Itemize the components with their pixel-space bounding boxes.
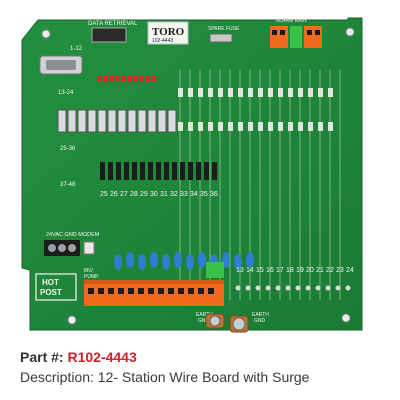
svg-text:17: 17 [276,267,284,274]
data-retrieval-label: DATA RETRIEVAL [88,21,138,27]
svg-text:16: 16 [266,267,274,274]
part-number-line: Part #: R102-4443 [20,349,137,365]
hot-post-label: HOT POST [40,278,62,297]
earth-ground-lug-left [205,313,225,329]
mv-pump-label: MV/ PUMP [84,268,99,280]
green-terminal [206,262,224,278]
mounting-hole [67,315,77,325]
svg-text:25: 25 [100,191,108,198]
dip-switch-row [57,109,177,133]
earth-ground-lug-right [229,315,249,333]
mounting-hole [341,313,351,323]
part-number-value: R102-4443 [67,349,137,365]
part-number-label: Part #: [20,349,68,365]
station-components [178,88,333,131]
station-columns [179,70,341,300]
svg-text:34: 34 [190,191,198,198]
data-retrieval-connector [91,27,127,43]
svg-text:15: 15 [256,267,264,274]
black-diode-row [100,162,217,180]
svg-text:31: 31 [160,191,168,198]
svg-text:26: 26 [110,191,118,198]
model-code: 102-4443 [152,38,173,44]
svg-text:14: 14 [246,267,254,274]
svg-text:30: 30 [150,191,158,198]
svg-text:21: 21 [316,267,324,274]
svg-text:28: 28 [130,191,138,198]
svg-text:35: 35 [200,191,208,198]
svg-text:27: 27 [120,191,128,198]
spare-fuse-label: SPARE FUSE [208,26,240,32]
product-description: Description: 12- Station Wire Board with… [20,369,310,385]
power-terminal-block [44,240,80,256]
svg-text:36: 36 [210,191,218,198]
mounting-hole [345,27,355,37]
spare-fuse [209,33,233,43]
toro-logo-panel [147,21,189,45]
range-25-36-label: 25-36 [60,146,76,152]
station-pads [235,285,351,291]
product-photo: DATA RETRIEVAL TORO 102-4443 SPARE FUSE … [21,17,363,333]
svg-text:22: 22 [326,267,334,274]
alarm-terminal-block [270,26,322,48]
power-label: 24VAC GND MODEM [46,232,100,238]
blue-capacitor-row [114,252,254,270]
svg-text:32: 32 [170,191,178,198]
red-led-row [98,76,156,82]
svg-text:13: 13 [236,267,244,274]
svg-text:23: 23 [336,267,344,274]
svg-text:18: 18 [286,267,294,274]
svg-text:19: 19 [296,267,304,274]
range-13-24-label: 13-24 [58,90,74,96]
svg-text:33: 33 [180,191,188,198]
modem-connector [83,241,95,255]
alarm-rain-label: ALARM RAIN [276,18,307,24]
svg-text:20: 20 [306,267,314,274]
svg-text:24: 24 [346,267,354,274]
range-1-12-label: 1-12 [70,46,83,52]
brand-logo: TORO [152,26,185,38]
svg-text:29: 29 [140,191,148,198]
station-numbers-upper: 25 26 27 28 29 30 31 32 33 34 35 36 [100,191,218,198]
range-37-48-label: 37-48 [60,182,76,188]
hot-post-box [35,273,77,301]
station-numbers-lower: 13 14 15 16 17 18 19 20 21 22 23 24 [236,267,354,274]
station-terminal-block [84,280,224,306]
mounting-hole [41,29,51,39]
